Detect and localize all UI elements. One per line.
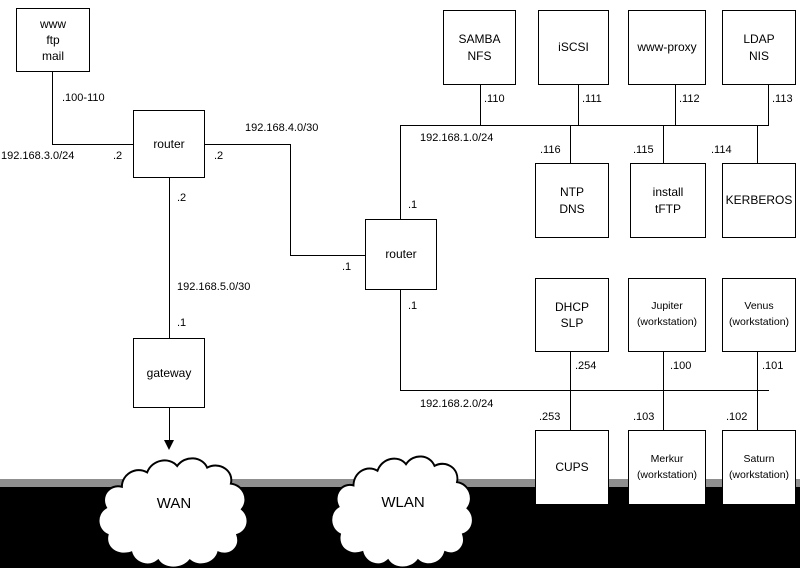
node-ntp-dns: NTP DNS (535, 163, 609, 238)
label-gateway-up-ip: .1 (177, 317, 187, 329)
stub-ntp (570, 125, 571, 163)
node-label: iSCSI (558, 40, 589, 55)
node-merkur: Merkur (workstation) (628, 430, 706, 505)
node-label: install tFTP (652, 185, 684, 216)
node-iscsi: iSCSI (538, 10, 609, 85)
label-router1-down-ip: .2 (177, 192, 187, 204)
node-label: KERBEROS (725, 193, 793, 208)
node-www-ftp-mail: www ftp mail (16, 8, 90, 72)
node-label: router (385, 247, 417, 262)
label-ip-113: .113 (772, 93, 793, 105)
label-ip-103: .103 (633, 411, 655, 423)
node-label: Merkur (workstation) (636, 452, 698, 481)
bus-net1 (400, 125, 769, 126)
wlan-label: WLAN (381, 493, 425, 511)
node-router1: router (133, 110, 205, 178)
node-label: www ftp mail (40, 16, 66, 64)
wire-www-to-router1 (52, 144, 133, 145)
node-install-tftp: install tFTP (630, 163, 706, 238)
stub-dhcp (570, 352, 571, 390)
node-jupiter: Jupiter (workstation) (628, 278, 706, 352)
wan-cloud: WAN (95, 450, 253, 568)
label-ip-114: .114 (711, 144, 732, 156)
stub-iscsi (578, 85, 579, 125)
label-net-4: 192.168.4.0/30 (245, 122, 319, 134)
label-host-range: .100-110 (62, 92, 105, 104)
wire-router2-up (400, 125, 401, 219)
label-router2-left-ip: .1 (342, 261, 352, 273)
wire-router1-to-gateway (169, 178, 170, 338)
stub-merkur (663, 390, 664, 430)
stub-kerberos (757, 125, 758, 163)
wire-router1-right (205, 144, 291, 145)
stub-install (663, 125, 664, 163)
label-ip-100: .100 (670, 360, 692, 372)
node-label: router (153, 136, 185, 151)
stub-jupiter (663, 352, 664, 390)
node-label: www-proxy (637, 40, 697, 55)
wire-router2-down (400, 290, 401, 390)
label-ip-115: .115 (633, 144, 654, 156)
label-router1-right-ip: .2 (214, 150, 224, 162)
node-samba-nfs: SAMBA NFS (443, 10, 516, 85)
label-ip-253: .253 (539, 411, 561, 423)
stub-venus (757, 352, 758, 390)
bus-net2 (400, 390, 769, 391)
node-label: DHCP SLP (554, 299, 589, 330)
label-net-1: 192.168.1.0/24 (420, 132, 494, 144)
wire-net4-down (290, 144, 291, 256)
node-label: Jupiter (workstation) (636, 300, 698, 328)
node-gateway: gateway (133, 338, 205, 408)
node-router2: router (365, 219, 437, 290)
stub-saturn (757, 390, 758, 430)
cloud-icon (330, 455, 474, 568)
node-label: gateway (146, 365, 192, 380)
node-cups: CUPS (535, 430, 609, 505)
label-router2-up-ip: .1 (408, 199, 418, 211)
label-ip-110: .110 (484, 93, 505, 105)
stub-cups (570, 390, 571, 430)
node-label: Venus (workstation) (728, 300, 790, 328)
label-ip-111: .111 (582, 93, 602, 105)
wan-label: WAN (156, 494, 192, 512)
label-ip-101: .101 (762, 360, 784, 372)
node-saturn: Saturn (workstation) (722, 430, 796, 505)
node-label: NTP DNS (559, 185, 585, 216)
label-router2-down-ip: .1 (408, 300, 418, 312)
stub-samba (480, 85, 481, 125)
node-www-proxy: www-proxy (628, 10, 706, 85)
wire-gateway-to-wan (169, 408, 170, 442)
wlan-cloud: WLAN (328, 448, 478, 568)
arrow-down-icon (164, 440, 174, 450)
wire-www-down (52, 72, 53, 145)
label-ip-116: .116 (540, 144, 561, 156)
label-net-2: 192.168.2.0/24 (420, 398, 494, 410)
node-label: SAMBA NFS (458, 32, 501, 63)
label-ip-112: .112 (679, 93, 700, 105)
stub-www-proxy (675, 85, 676, 125)
node-label: LDAP NIS (743, 32, 775, 63)
wire-net4-to-router2 (290, 255, 365, 256)
label-ip-102: .102 (726, 411, 748, 423)
node-kerberos: KERBEROS (722, 163, 796, 238)
stub-ldap (768, 85, 769, 125)
label-net-5: 192.168.5.0/30 (177, 281, 251, 293)
label-ip-254: .254 (575, 360, 597, 372)
label-net-3: 192.168.3.0/24 (1, 150, 75, 162)
node-venus: Venus (workstation) (722, 278, 796, 352)
node-label: Saturn (workstation) (728, 452, 790, 481)
label-router1-left-ip: .2 (113, 150, 123, 162)
node-dhcp-slp: DHCP SLP (535, 278, 609, 352)
node-ldap-nis: LDAP NIS (722, 10, 796, 85)
node-label: CUPS (555, 460, 589, 475)
cloud-icon (97, 457, 249, 568)
